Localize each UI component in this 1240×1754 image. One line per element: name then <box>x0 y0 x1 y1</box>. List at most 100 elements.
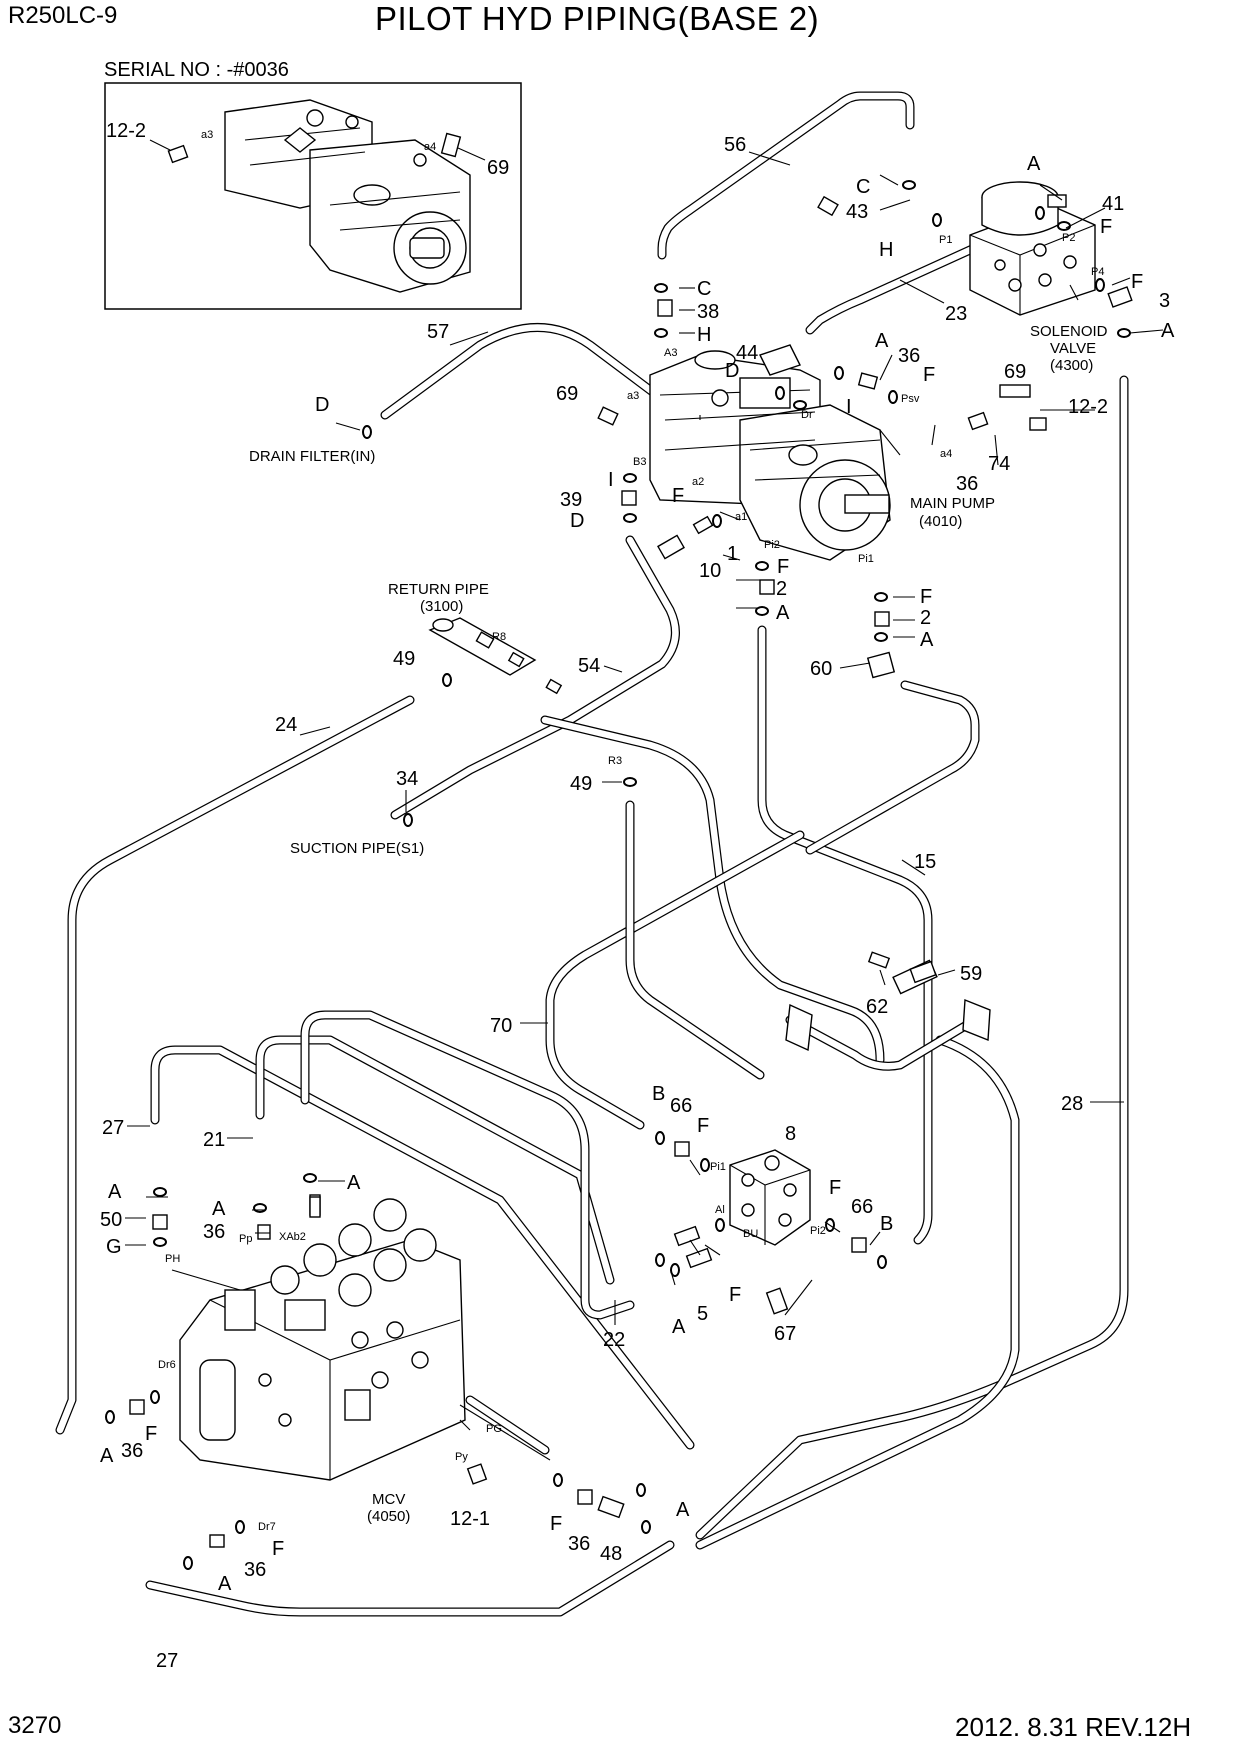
callout-B-2: B <box>880 1213 893 1235</box>
solenoid-valve-label-2: VALVE <box>1050 340 1096 357</box>
callout-43: 43 <box>846 201 868 223</box>
callout-A-12: A <box>218 1573 232 1595</box>
port-A3: A3 <box>664 347 677 359</box>
callout-A-9: A <box>672 1316 686 1338</box>
fittings <box>129 194 1133 1548</box>
callout-69-c: 69 <box>556 383 578 405</box>
port-a3-label: a3 <box>201 129 213 141</box>
suction-pipe-label: SUCTION PIPE(S1) <box>290 840 424 857</box>
callout-2-b: 2 <box>920 607 931 629</box>
inset-fitting-a3 <box>149 139 189 164</box>
port-Dr7: Dr7 <box>258 1521 276 1533</box>
callout-F-7: F <box>697 1115 709 1137</box>
port-PH: PH <box>165 1253 180 1265</box>
leader-lines <box>125 151 1164 1461</box>
callout-36-c: 36 <box>203 1221 225 1243</box>
callout-F-10: F <box>145 1423 157 1445</box>
hose-15 <box>757 625 933 1245</box>
revision-date: 2012. 8.31 REV.12H <box>955 1712 1192 1742</box>
callout-A-8: A <box>212 1198 226 1220</box>
callout-G: G <box>106 1236 122 1258</box>
callout-2-a: 2 <box>776 578 787 600</box>
callout-A-10: A <box>100 1445 114 1467</box>
callout-27-b: 27 <box>156 1650 178 1672</box>
callout-F-1: F <box>1100 216 1112 238</box>
callout-A-2: A <box>1161 320 1175 342</box>
callout-67: 67 <box>774 1323 796 1345</box>
callout-H-top: H <box>879 239 893 261</box>
callout-C-top: C <box>856 176 870 198</box>
mcv-number: (4050) <box>367 1508 410 1525</box>
callout-38: 38 <box>697 301 719 323</box>
callout-F-9: F <box>729 1284 741 1306</box>
port-Psv: Psv <box>901 393 920 405</box>
callout-F-8: F <box>829 1177 841 1199</box>
fitting-38 <box>657 299 673 317</box>
page-title: PILOT HYD PIPING(BASE 2) <box>375 0 820 37</box>
callout-I-2: I <box>608 469 614 491</box>
port-Pi2-block: Pi2 <box>810 1225 826 1237</box>
callout-74: 74 <box>988 453 1010 475</box>
return-pipe-label: RETURN PIPE <box>388 581 489 598</box>
callout-27-a: 27 <box>102 1117 124 1139</box>
callout-24: 24 <box>275 714 297 736</box>
callout-F-11: F <box>550 1513 562 1535</box>
port-Py: Py <box>455 1451 468 1463</box>
callout-49-b: 49 <box>570 773 592 795</box>
port-Pi1-block: Pi1 <box>710 1161 726 1173</box>
callout-21: 21 <box>203 1129 225 1151</box>
solenoid-valve-label: SOLENOID <box>1030 323 1108 340</box>
component-labels: DRAIN FILTER(IN) RETURN PIPE (3100) SUCT… <box>249 323 1108 1525</box>
port-XAb2: XAb2 <box>279 1231 306 1243</box>
page-number: 3270 <box>8 1712 62 1739</box>
callout-F-12: F <box>272 1538 284 1560</box>
port-labels: P1 P2 P4 A3 a3 Psv Dr a4 B3 a2 a1 Pi2 Pi… <box>158 232 1104 1533</box>
hose-return <box>540 715 885 1065</box>
port-Pi1: Pi1 <box>858 553 874 565</box>
callout-39: 39 <box>560 489 582 511</box>
callout-34: 34 <box>396 768 418 790</box>
callout-54: 54 <box>578 655 600 677</box>
mcv-label: MCV <box>372 1491 405 1508</box>
callout-F-6: F <box>920 586 932 608</box>
callout-69-b: 69 <box>1004 361 1026 383</box>
callout-1: 1 <box>727 543 738 565</box>
callout-44: 44 <box>736 342 758 364</box>
callout-50: 50 <box>100 1209 122 1231</box>
callout-12-2: 12-2 <box>106 120 146 142</box>
return-pipe <box>428 617 563 695</box>
port-R8: R8 <box>492 631 506 643</box>
port-Dr6: Dr6 <box>158 1359 176 1371</box>
hose-lines <box>55 91 1129 1617</box>
callout-H-mid: H <box>697 324 711 346</box>
callout-36-b: 36 <box>956 473 978 495</box>
callout-A-4: A <box>776 602 790 624</box>
callout-F-4: F <box>672 485 684 507</box>
solenoid-valve <box>969 181 1096 316</box>
port-P1: P1 <box>939 234 952 246</box>
callout-A-1: A <box>1027 153 1041 175</box>
main-pump-label: MAIN PUMP <box>910 495 995 512</box>
port-Al: Al <box>715 1204 725 1216</box>
callout-A-3: A <box>875 330 889 352</box>
callout-10: 10 <box>699 560 721 582</box>
callout-59: 59 <box>960 963 982 985</box>
main-pump-number: (4010) <box>919 513 962 530</box>
callout-A-6: A <box>347 1172 361 1194</box>
return-pipe-number: (3100) <box>420 598 463 615</box>
callout-D-1: D <box>315 394 329 416</box>
callout-57: 57 <box>427 321 449 343</box>
hose-70 <box>545 830 805 1130</box>
inset-pump-illustration <box>224 99 471 293</box>
callout-D-3: D <box>570 510 584 532</box>
callout-A-11: A <box>676 1499 690 1521</box>
callout-5: 5 <box>697 1303 708 1325</box>
port-Pp: Pp <box>239 1233 252 1245</box>
callout-F-5: F <box>777 556 789 578</box>
hose-28 <box>695 375 1129 1540</box>
port-a4-label: a4 <box>424 141 436 153</box>
port-P4: P4 <box>1091 266 1104 278</box>
port-Pi2: Pi2 <box>764 539 780 551</box>
callout-66-a: 66 <box>670 1095 692 1117</box>
